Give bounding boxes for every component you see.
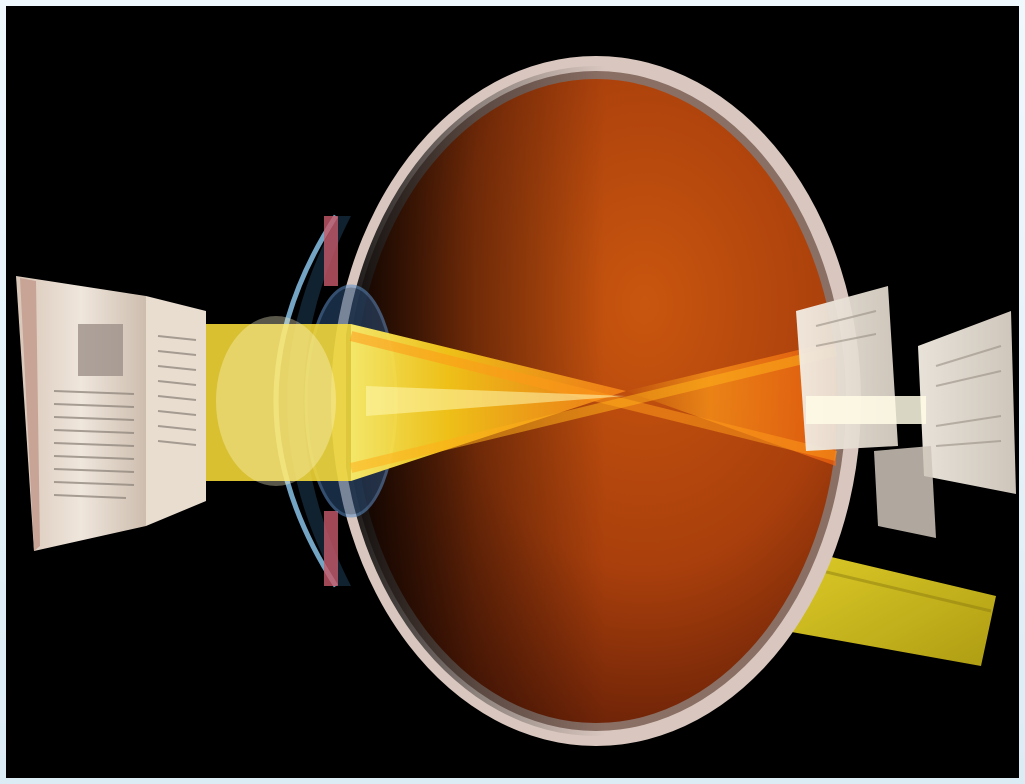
open-book-icon <box>16 276 206 551</box>
eye-illustration <box>6 6 1019 778</box>
